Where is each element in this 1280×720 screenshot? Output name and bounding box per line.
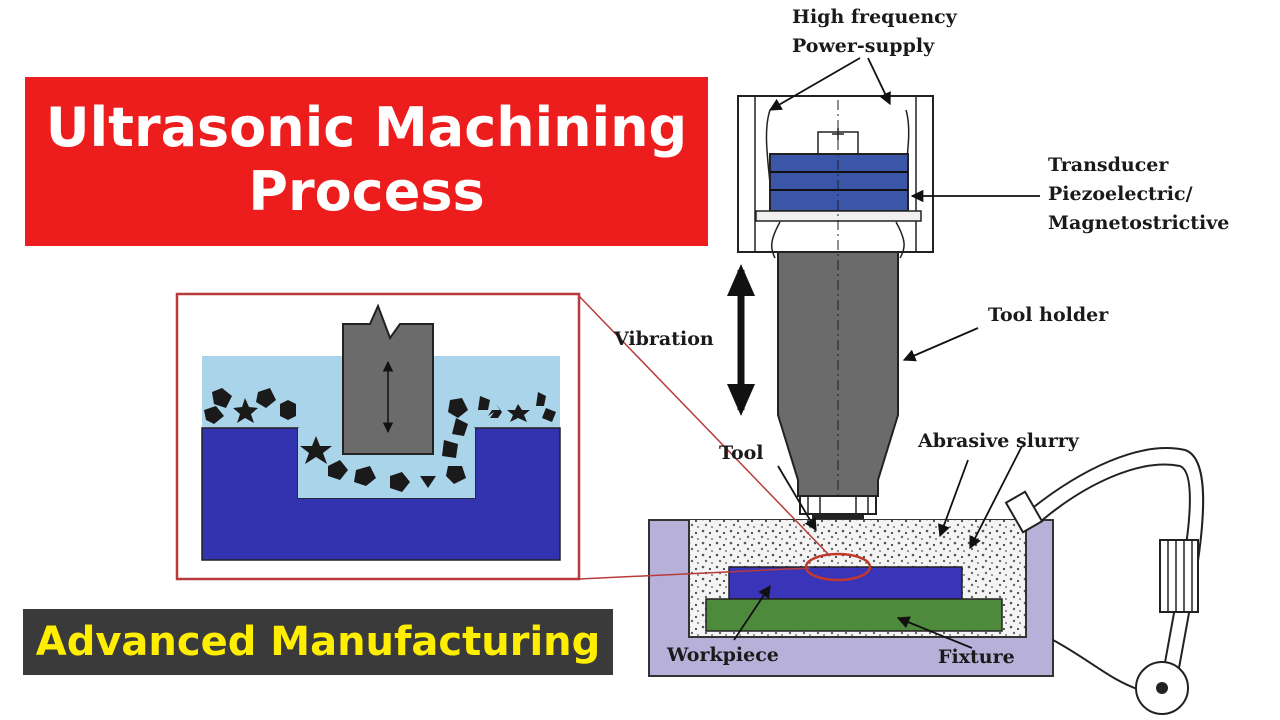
fixture: [705, 598, 1003, 632]
tool-holder-leader: [902, 327, 979, 362]
label-fixture: Fixture: [938, 646, 1015, 668]
title-banner: Ultrasonic Machining Process: [25, 77, 708, 246]
label-workpiece: Workpiece: [666, 644, 779, 666]
power-leader-right: [867, 57, 891, 106]
label-transducer-1: Transducer: [1048, 154, 1169, 176]
label-tool-holder: Tool holder: [988, 304, 1109, 326]
vibration-arrow-head-down: [727, 384, 755, 416]
workpiece: [728, 566, 963, 600]
tool-leader: [777, 465, 817, 532]
vibration-arrow-head-up: [727, 264, 755, 296]
slurry-supply-pipe: [1004, 447, 1205, 715]
zoom-line-bottom: [578, 567, 811, 580]
title-line-2: Process: [248, 160, 485, 223]
workpiece-leader: [733, 584, 771, 641]
fixture-leader: [896, 616, 973, 649]
zoom-line-top: [578, 295, 831, 557]
slurry-leader-1: [938, 459, 969, 538]
label-power-1: High frequency: [792, 6, 958, 28]
label-transducer-2: Piezoelectric/: [1048, 183, 1193, 205]
cutting-zone-highlight: [804, 552, 872, 582]
label-abrasive-slurry: Abrasive slurry: [917, 430, 1080, 452]
power-leader-left: [768, 57, 861, 111]
label-transducer-3: Magnetostrictive: [1048, 212, 1229, 234]
label-vibration: Vibration: [613, 328, 714, 350]
magnified-inset: [175, 292, 581, 581]
subtitle-text: Advanced Manufacturing: [35, 619, 601, 665]
label-tool: Tool: [719, 442, 764, 464]
subtitle-banner: Advanced Manufacturing: [23, 609, 613, 675]
label-power-2: Power-supply: [792, 35, 935, 57]
slurry-leader-2: [969, 445, 1023, 550]
title-line-1: Ultrasonic Machining: [45, 96, 688, 159]
tool-collar: [799, 495, 877, 515]
